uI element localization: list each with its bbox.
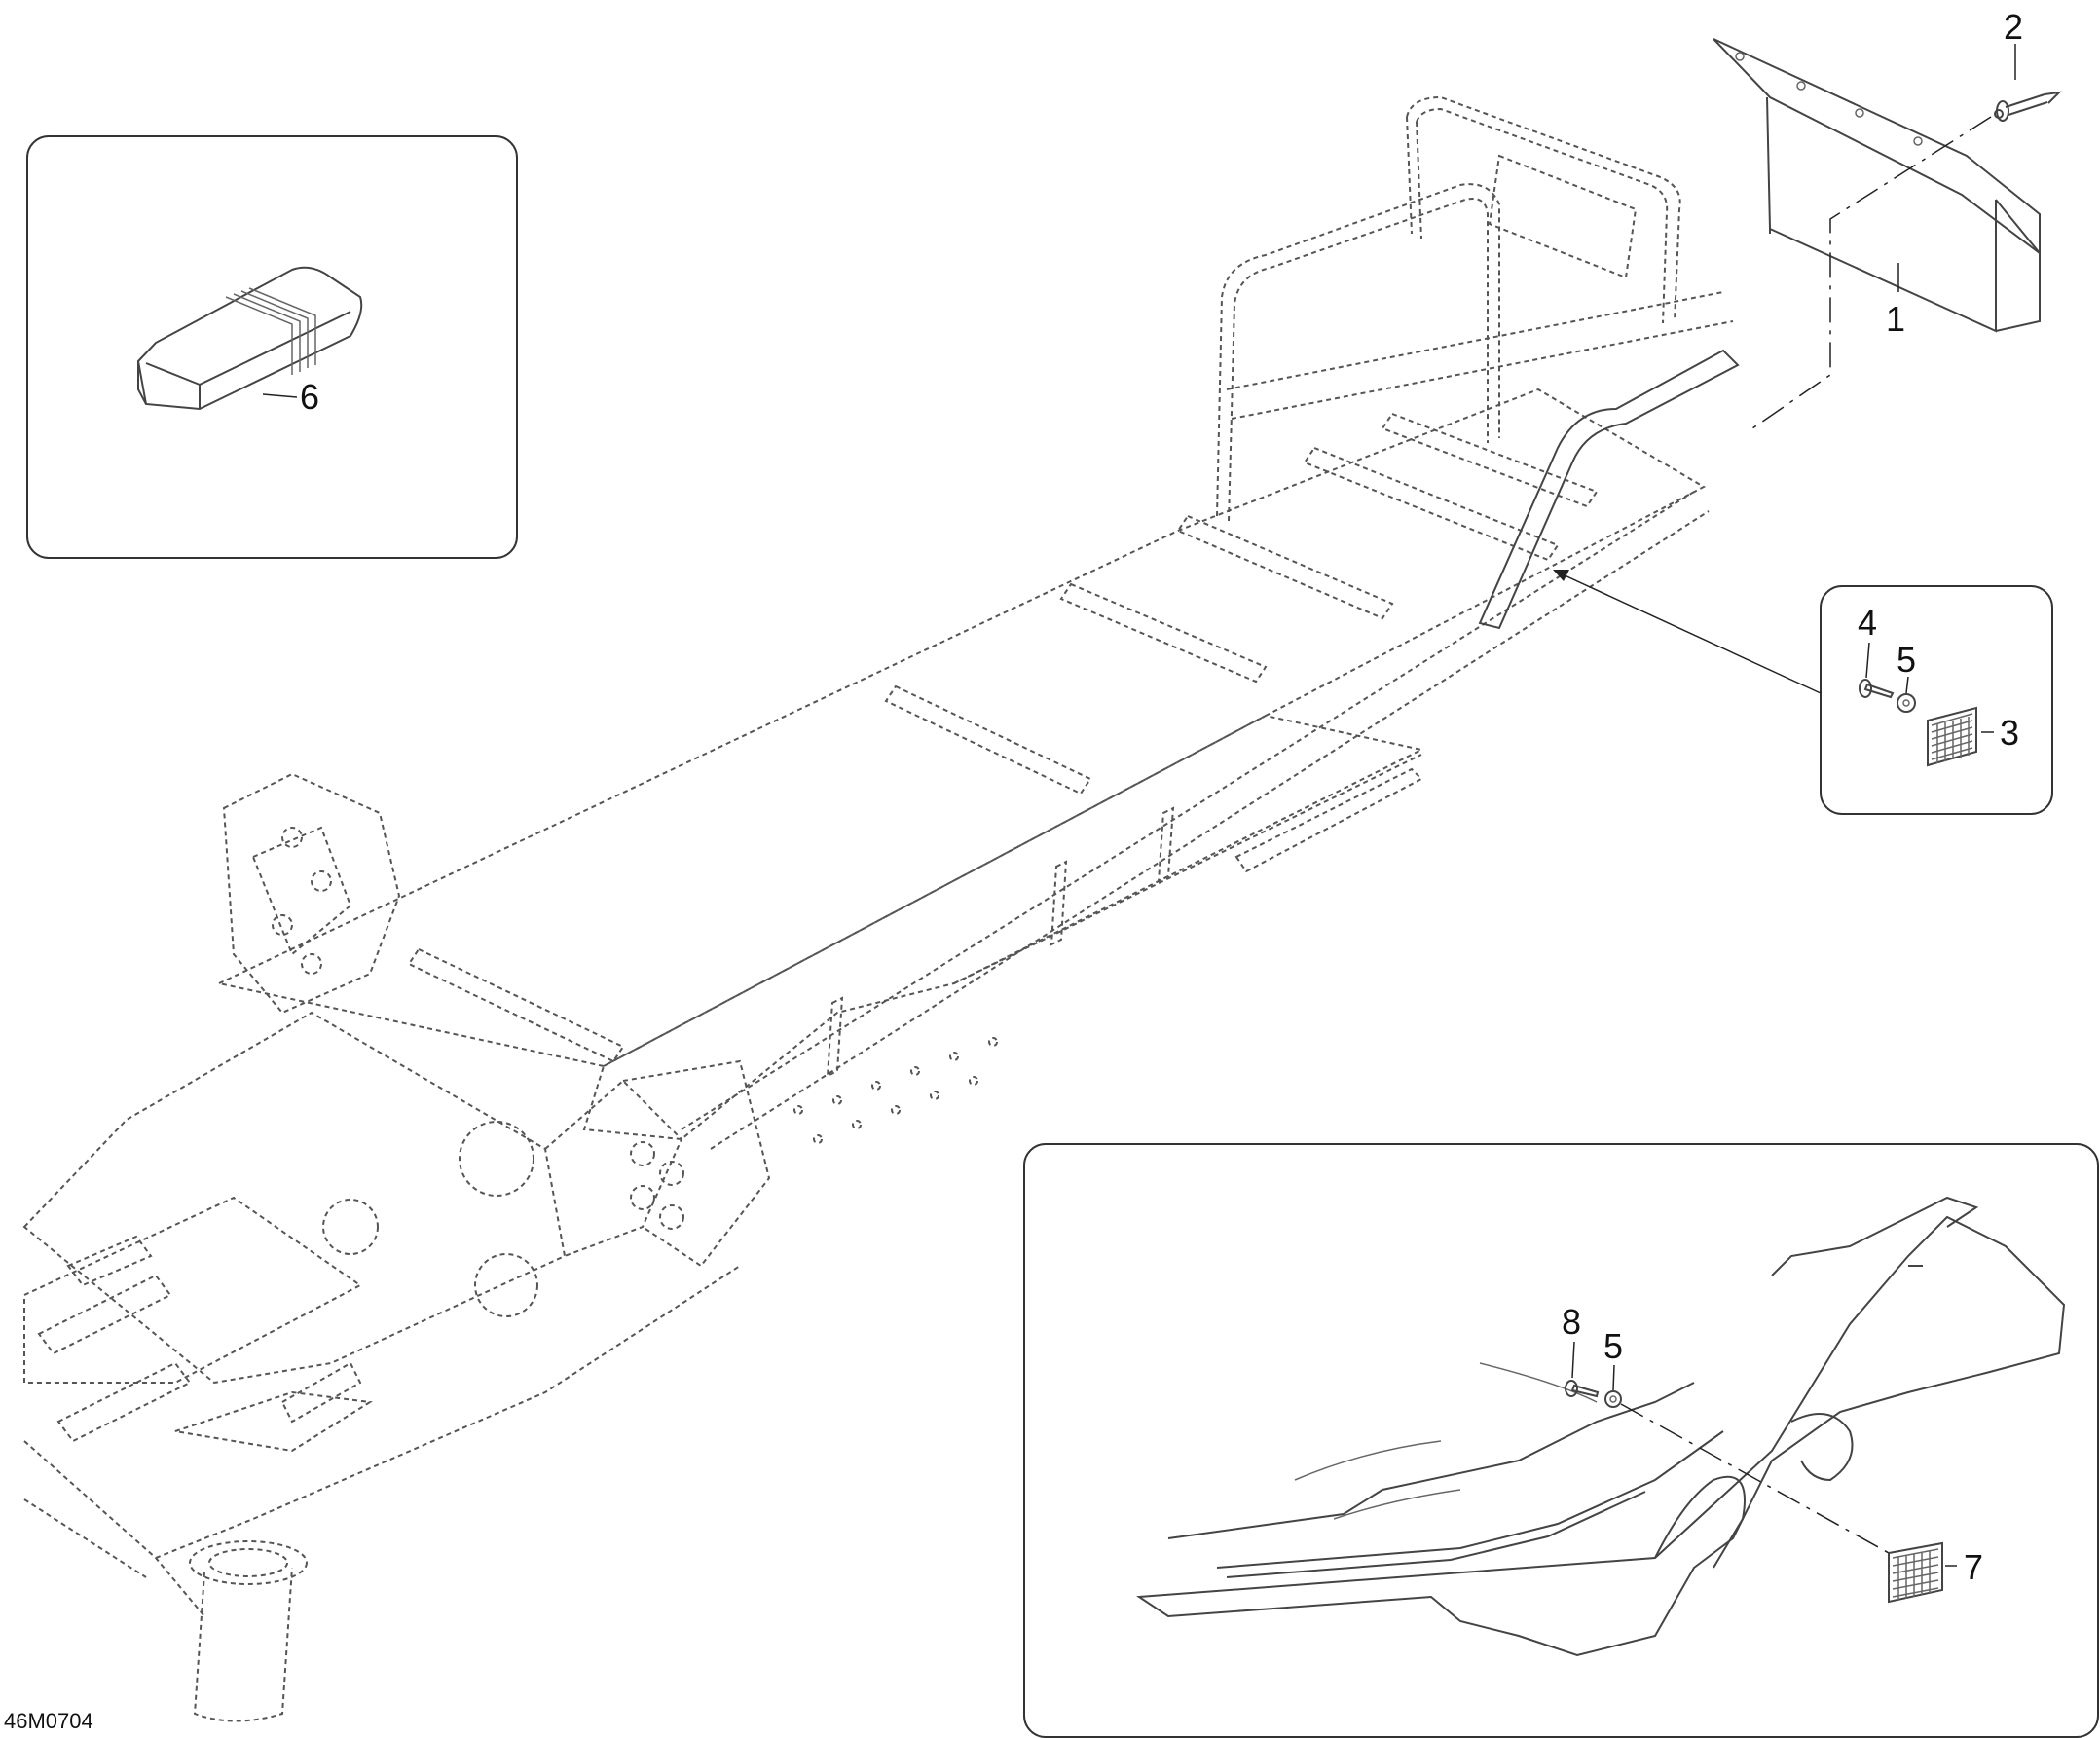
front-frame [22,772,998,1722]
chassis-tunnel [215,388,1710,1150]
detail-box-reflector-lower [1023,1143,2099,1738]
callout-screw-lower: 8 [1562,1302,1581,1342]
callout-seat-cushion: 6 [300,377,319,417]
rear-bumper [1216,95,1740,630]
side-panel-part [1136,1196,2066,1657]
detail-box-seat [26,135,518,559]
callout-mud-flap: 1 [1886,299,1905,339]
callout-rivet: 2 [2004,7,2023,47]
reflector-upper [1927,706,1977,767]
upper-detail-arrow [1553,570,1822,694]
rivet [1994,91,2062,122]
detail-box-reflector-upper [1820,585,2053,815]
leader-6 [262,393,298,398]
washer-lower [1604,1390,1622,1408]
mud-flap [1713,38,2041,333]
drawing-code: 46M0704 [4,1709,93,1733]
seat-cushion-part [136,266,363,411]
callout-washer-upper: 5 [1897,640,1916,680]
mud-flap-install-path [1751,116,1992,429]
callout-washer-lower: 5 [1603,1326,1623,1366]
washer-upper [1897,693,1916,713]
callout-reflector-upper: 3 [2000,713,2019,753]
reflector-lower [1888,1541,1943,1604]
screw-upper [1859,679,1895,699]
callout-reflector-lower: 7 [1964,1547,1983,1587]
screw-lower [1565,1380,1600,1398]
callout-screw-upper: 4 [1858,603,1877,643]
